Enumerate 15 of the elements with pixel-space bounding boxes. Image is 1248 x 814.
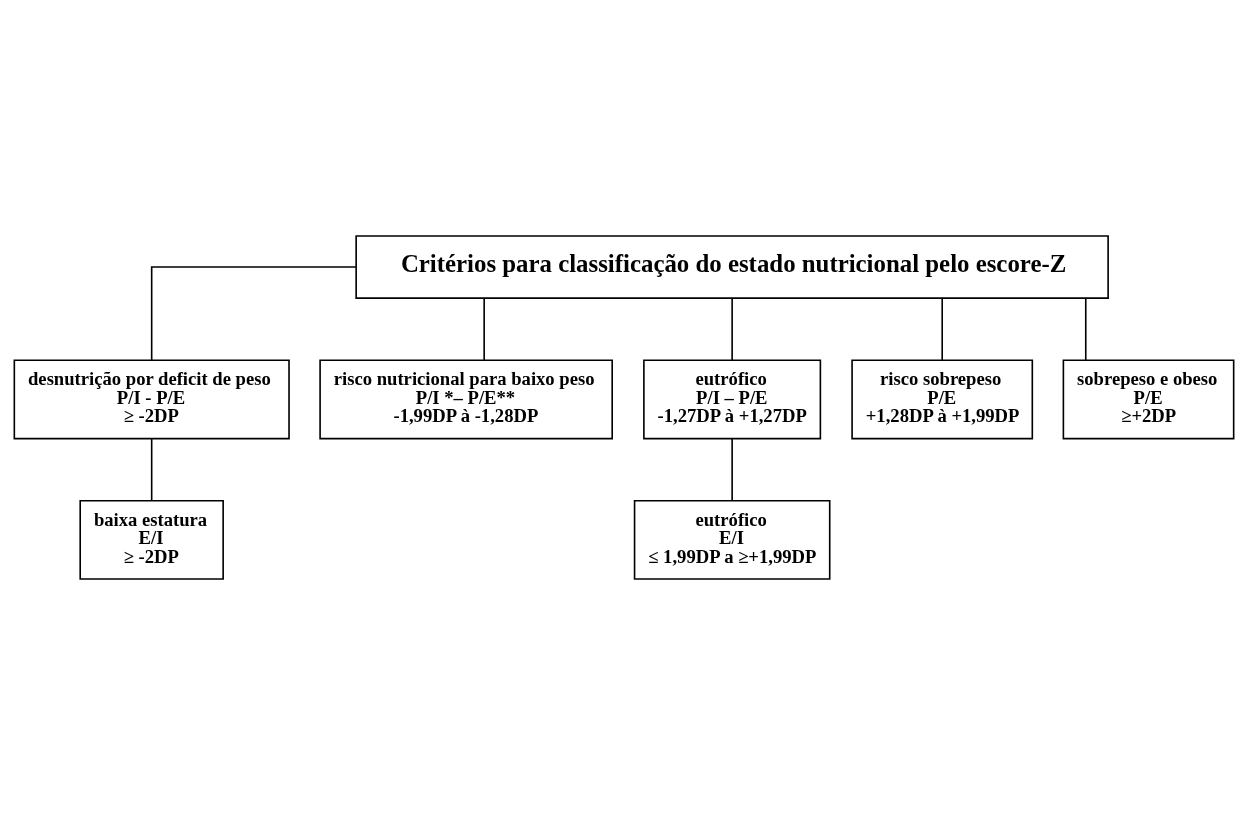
node-box: eutrófico P/I – P/E -1,27DP à +1,27DP [643,358,822,439]
connector [150,265,357,361]
node-box: desnutrição por deficit de peso P/I - P/E ≥ -2DP [13,358,290,439]
connector [731,297,733,361]
node-box: risco nutricional para baixo peso P/I *– P/E** -1,99DP à -1,28DP [319,358,613,439]
node-box: sobrepeso e obeso P/E ≥+2DP [1062,358,1235,439]
connector [483,297,485,361]
node-box: baixa estatura E/I ≥ -2DP [79,499,224,580]
node-box: Critérios para classificação do estado nutricional pelo escore-Z [355,234,1109,299]
node-box: risco sobrepeso P/E +1,28DP à +1,99DP [851,358,1034,439]
connector [1084,297,1087,361]
connector [941,297,943,361]
connector [150,437,153,501]
connector [731,437,733,501]
node-box: eutrófico E/I ≤ 1,99DP a ≥+1,99DP [633,499,831,580]
